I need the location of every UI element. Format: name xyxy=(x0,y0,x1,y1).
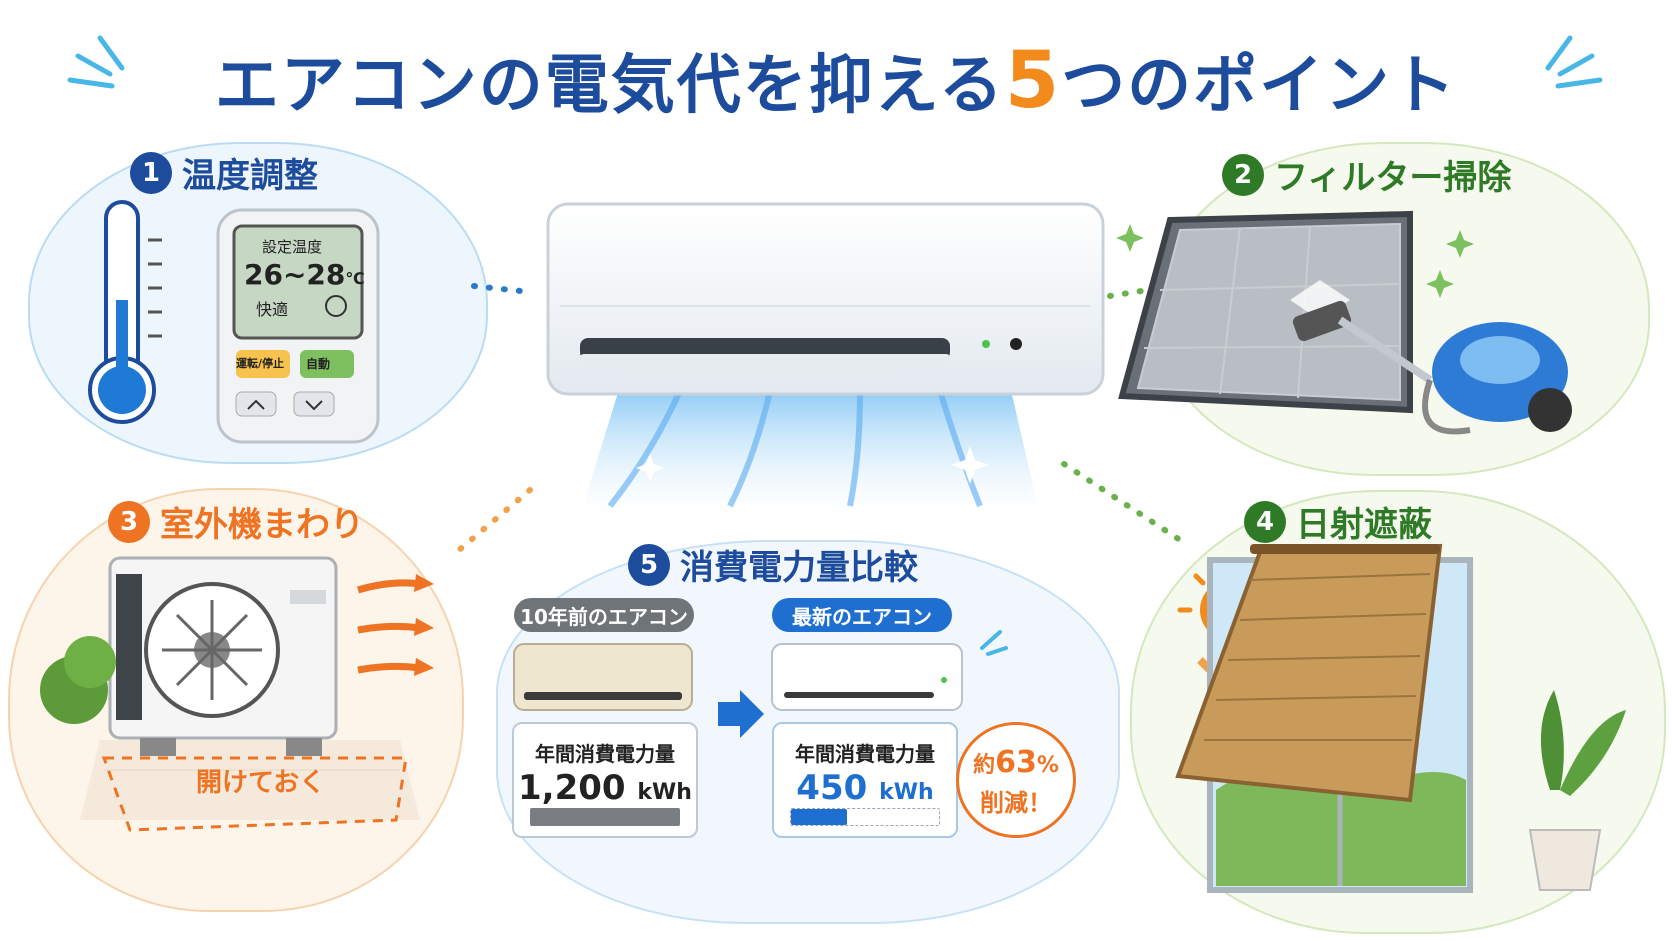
left-sparkle-icon xyxy=(67,35,125,89)
old-ac-consumption-card: 年間消費電力量 1,200 kWh xyxy=(512,722,698,838)
point-5-title: 5 消費電力量比較 xyxy=(628,540,918,589)
sparkle-lines-icon xyxy=(980,630,1008,656)
old-ac-icon xyxy=(513,643,693,711)
new-consumption-bar xyxy=(791,809,847,825)
thermometer-icon xyxy=(88,200,162,424)
point-3-label: 室外機まわり xyxy=(160,505,364,545)
old-consumption-bar-track xyxy=(530,808,680,826)
old-consumption-bar xyxy=(530,808,680,826)
new-consumption-value: 450 kWh xyxy=(774,768,956,808)
new-consumption-bar-track xyxy=(790,808,940,826)
remote-screen-temp: 26~28℃ xyxy=(244,258,365,291)
point-4-badge: 4 xyxy=(1244,500,1286,543)
keep-clear-label: 開けておく xyxy=(196,768,326,798)
point-4-label: 日射遮蔽 xyxy=(1296,505,1432,545)
remote-control xyxy=(216,208,380,444)
point-1-label: 温度調整 xyxy=(182,156,318,196)
air-conditioner-illustration xyxy=(546,202,1105,516)
title-rest: つのポイント xyxy=(1061,49,1458,123)
point-5-label: 消費電力量比較 xyxy=(680,548,918,588)
old-ac-label: 10年前のエアコン xyxy=(514,598,694,632)
title-number: 5 xyxy=(1004,36,1062,126)
new-kwh-number: 450 xyxy=(796,768,868,808)
point-3-badge: 3 xyxy=(108,500,150,543)
old-kwh-unit: kWh xyxy=(637,780,692,805)
arrow-right-icon xyxy=(718,690,764,738)
new-ac-consumption-card: 年間消費電力量 450 kWh xyxy=(772,722,958,838)
point-2-title: 2 フィルター掃除 xyxy=(1222,150,1511,199)
new-ac-label: 最新のエアコン xyxy=(772,598,952,632)
point-5-badge: 5 xyxy=(628,543,670,586)
reduction-prefix: 約 xyxy=(973,753,996,778)
point-4-title: 4 日射遮蔽 xyxy=(1244,497,1432,546)
reduction-number: 63 xyxy=(995,745,1037,780)
reduction-badge: 約63% 削減！ xyxy=(956,722,1076,838)
new-ac-icon xyxy=(771,643,963,711)
reduction-unit: % xyxy=(1036,753,1059,778)
old-card-label: 年間消費電力量 xyxy=(535,742,675,766)
reduction-text: 削減！ xyxy=(980,789,1052,817)
new-card-label: 年間消費電力量 xyxy=(795,742,935,766)
remote-temp-unit: ℃ xyxy=(345,269,365,288)
point-1-badge: 1 xyxy=(130,151,172,194)
point-1-title: 1 温度調整 xyxy=(130,148,318,197)
remote-power-button: 運転/停止 xyxy=(236,357,285,370)
point-2-badge: 2 xyxy=(1222,153,1264,196)
remote-auto-button: 自動 xyxy=(306,357,331,371)
title-main: エアコンの電気代を抑える xyxy=(214,49,1005,123)
remote-screen-mode: 快適 xyxy=(256,300,289,319)
point-3-title: 3 室外機まわり xyxy=(108,497,364,546)
new-kwh-unit: kWh xyxy=(879,780,934,805)
remote-screen-title: 設定温度 xyxy=(262,238,323,256)
old-kwh-number: 1,200 xyxy=(518,768,626,808)
point-2-label: フィルター掃除 xyxy=(1274,158,1512,198)
reduction-percent: 約63% xyxy=(959,745,1073,780)
right-sparkle-icon xyxy=(1545,35,1603,89)
outdoor-unit-illustration xyxy=(40,556,434,832)
page-title: エアコンの電気代を抑える5つのポイント xyxy=(0,34,1672,126)
old-consumption-value: 1,200 kWh xyxy=(514,768,696,808)
sunshade-window-illustration xyxy=(1175,543,1626,893)
air-filter-illustration xyxy=(1116,210,1572,435)
remote-temp-value: 26~28 xyxy=(244,258,346,291)
